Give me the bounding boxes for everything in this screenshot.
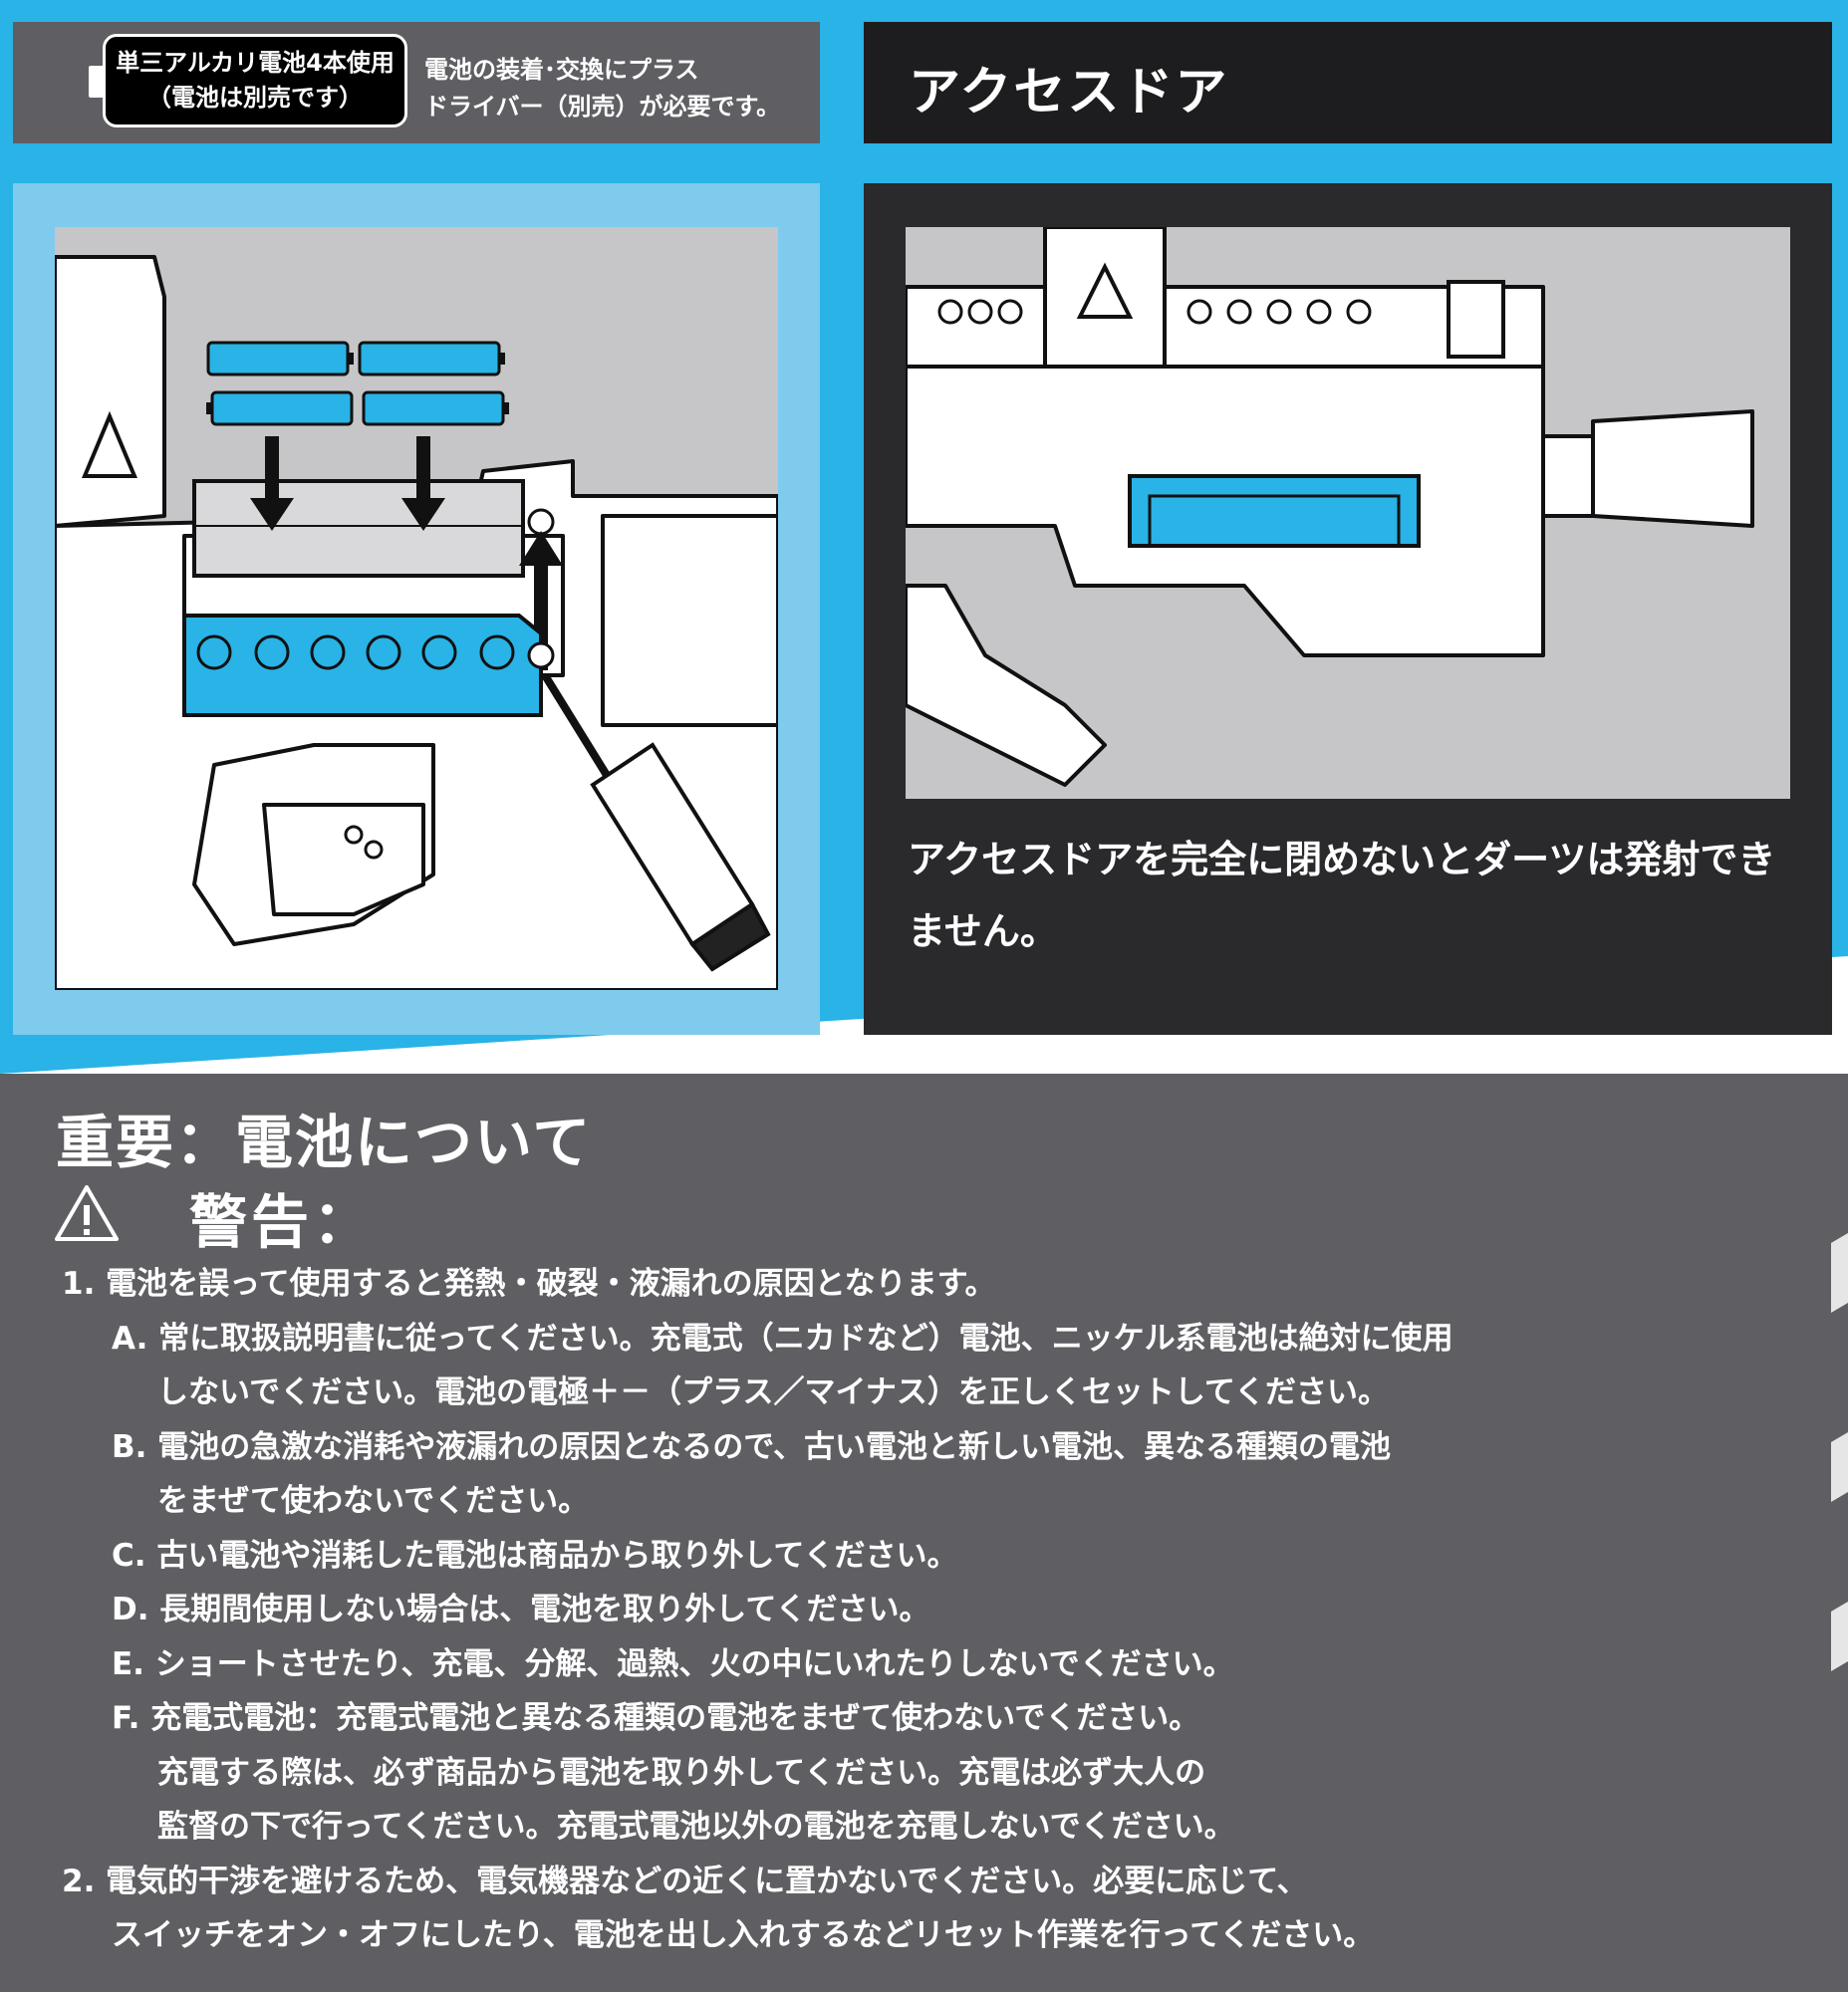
battery-sold-separately-text: （電池は別売です） [147, 84, 363, 112]
access-door-title: アクセスドア [909, 63, 1229, 123]
warning-item-1f-cont2: 監督の下で行ってください。充電式電池以外の電池を充電しないでください。 [157, 1809, 1235, 1845]
warning-title: 警告： [189, 1188, 376, 1256]
warning-item-2-cont: スイッチをオン・オフにしたり、電池を出し入れするなどリセット作業を行ってください… [112, 1917, 1375, 1953]
warning-item-1d: D. 長期間使用しない場合は、電池を取り外してください。 [112, 1592, 930, 1627]
access-door-illustration [906, 227, 1790, 799]
screwdriver-icon [541, 672, 771, 972]
access-door-panel: アクセスドアを完全に閉めないとダーツは発射できません。 [864, 183, 1832, 1035]
warning-item-1a: A. 常に取扱説明書に従ってください。充電式（ニカドなど）電池、ニッケル系電池は… [112, 1320, 1453, 1357]
warning-item-1: 1. 電池を誤って使用すると発熱・破裂・液漏れの原因となります。 [62, 1266, 996, 1302]
warning-item-1b: B. 電池の急激な消耗や液漏れの原因となるので、古い電池と新しい電池、異なる種類… [112, 1428, 1392, 1465]
battery-type-text: 単三アルカリ電池4本使用 [116, 49, 395, 78]
access-door-header: アクセスドア [864, 22, 1832, 143]
warning-item-1e: E. ショートさせたり、充電、分解、過熱、火の中にいれたりしないでください。 [112, 1645, 1234, 1682]
important-title: 重要：電池について [56, 1109, 593, 1176]
battery-nub-icon [89, 66, 103, 98]
warning-item-1b-cont: をまぜて使わないでください。 [157, 1483, 590, 1519]
warning-item-1f-cont: 充電する際は、必ず商品から電池を取り外してください。充電は必ず大人の [157, 1754, 1206, 1791]
screwdriver-note-line1: 電池の装着･交換にプラス [424, 56, 699, 84]
battery-info-header: 単三アルカリ電池4本使用 （電池は別売です） 電池の装着･交換にプラス ドライバ… [13, 22, 820, 143]
important-battery-section [0, 1074, 1848, 1992]
warning-icon [55, 1185, 119, 1241]
warning-item-1f: F. 充電式電池：充電式電池と異なる種類の電池をまぜて使わないでください。 [112, 1700, 1200, 1736]
warning-item-1a-cont: しないでください。電池の電極＋－（プラス／マイナス）を正しくセットしてください。 [157, 1374, 1389, 1410]
battery-icons [206, 341, 509, 426]
battery-warning-list: 1. 電池を誤って使用すると発熱・破裂・液漏れの原因となります。 A. 常に取扱… [62, 1257, 1735, 1963]
battery-install-illustration [55, 227, 778, 990]
warning-item-1c: C. 古い電池や消耗した電池は商品から取り外してください。 [112, 1537, 958, 1574]
screwdriver-note-line2: ドライバー（別売）が必要です。 [424, 93, 781, 122]
right-edge-decoration [1831, 1074, 1848, 1992]
access-door-note: アクセスドアを完全に閉めないとダーツは発射できません。 [908, 838, 1776, 954]
screwdriver-note: 電池の装着･交換にプラス ドライバー（別売）が必要です。 [424, 52, 780, 125]
battery-type-label: 単三アルカリ電池4本使用 （電池は別売です） [103, 34, 407, 127]
warning-item-2: 2. 電気的干渉を避けるため、電気機器などの近くに置かないでください。必要に応じ… [62, 1863, 1308, 1899]
battery-install-panel [13, 183, 820, 1035]
